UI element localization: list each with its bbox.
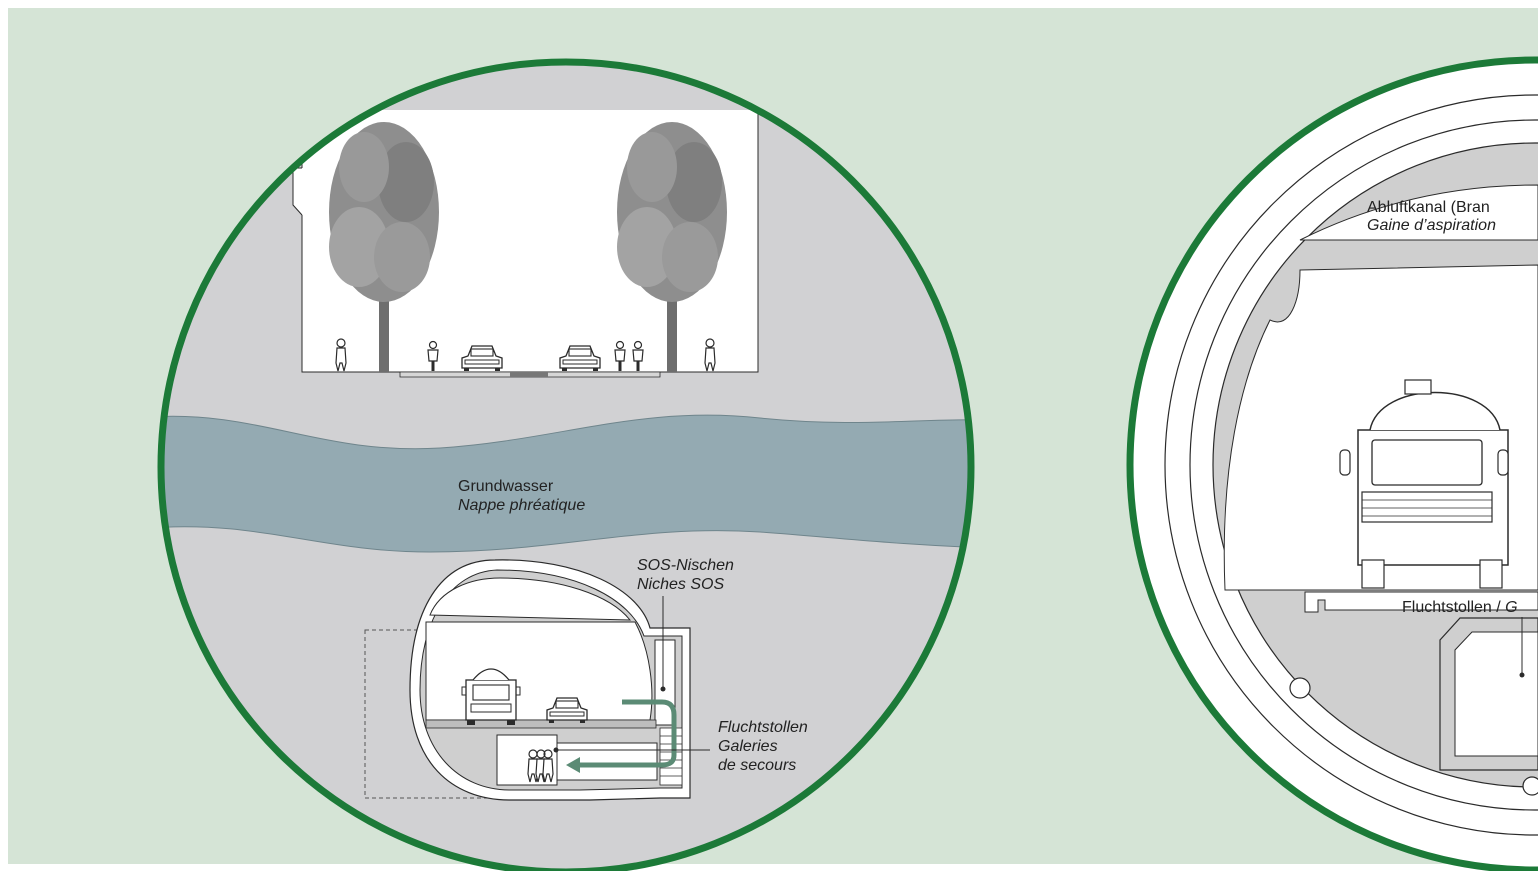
escape-gallery-label-fr-2: de secours (718, 757, 796, 774)
groundwater-label-de: Grundwasser (458, 478, 554, 495)
exhaust-duct (1299, 184, 1538, 241)
exhaust-duct-label-fr: Gaine d’aspiration (1367, 217, 1496, 234)
tanker-truck-icon (1339, 379, 1509, 589)
right-circle-ring (1126, 56, 1538, 871)
groundwater-band (161, 414, 971, 553)
escape-gallery-right-label: Fluchtstollen / G (1402, 599, 1518, 616)
right-section-circle: Abluftkanal (Bran Gaine d’aspiration Flu… (1126, 56, 1538, 871)
groundwater-label-fr: Nappe phréatique (458, 497, 585, 514)
sos-niche-label-fr: Niches SOS (637, 576, 724, 593)
arrow-icon (578, 699, 677, 768)
escape-gallery-label-de: Fluchtstollen (718, 719, 808, 736)
exhaust-duct-label-de: Abluftkanal (Bran (1367, 199, 1490, 216)
escape-gallery-label-fr-1: Galeries (718, 738, 778, 755)
left-circle-ring (157, 58, 975, 871)
left-section-circle: Grundwasser Nappe phréatique SOS-Nischen… (157, 58, 975, 871)
stairs (659, 727, 683, 786)
sos-niche-label-de: SOS-Nischen (637, 557, 734, 574)
tunnel-section (364, 559, 710, 801)
